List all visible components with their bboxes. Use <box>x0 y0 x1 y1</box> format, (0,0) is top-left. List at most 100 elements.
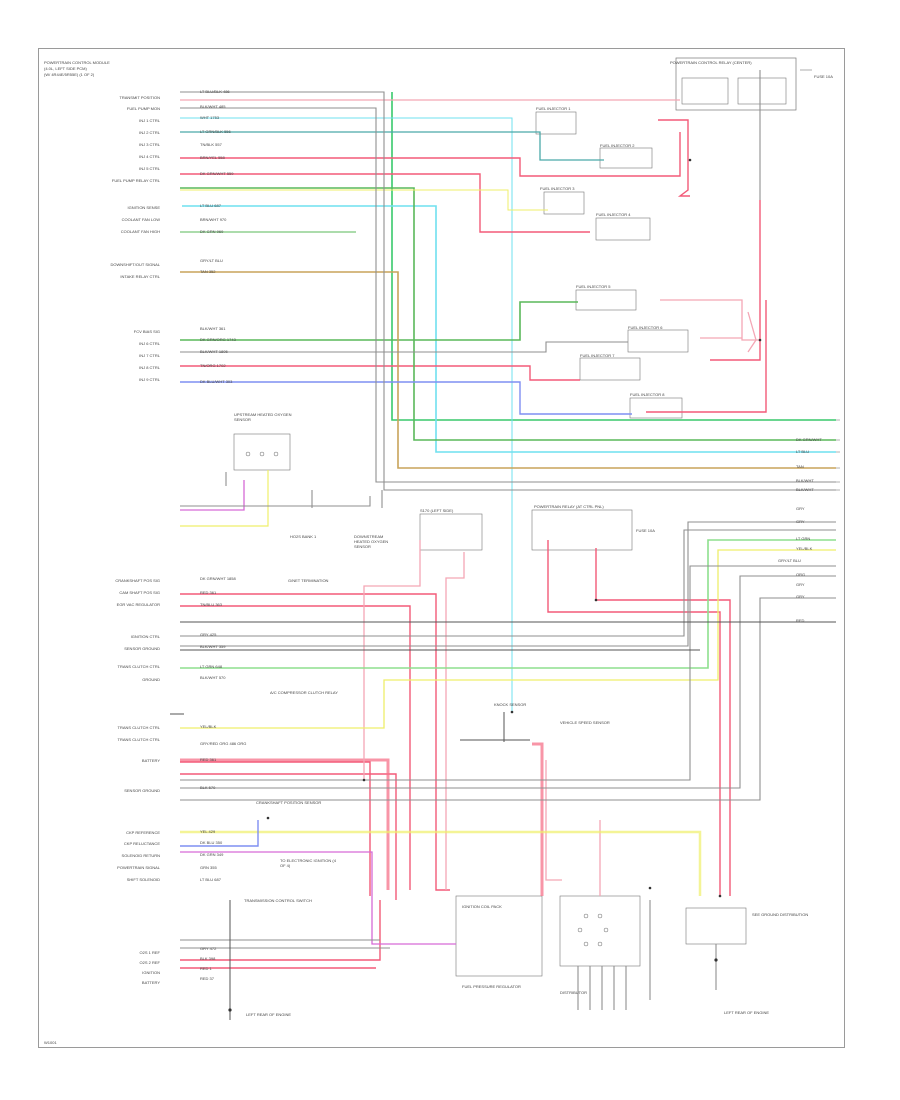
wire-label: DK BLU 350 <box>200 840 223 845</box>
pin-label: FUEL PUMP RELAY CTRL <box>111 178 160 183</box>
splice-label: S170 (LEFT SIDE) <box>420 508 454 513</box>
wire-label: LT BLU/BLK 486 <box>200 89 230 94</box>
diagram-code: W1001 <box>44 1040 57 1045</box>
wire-label: DK BLU/WHT 303 <box>200 379 233 384</box>
pin-label: INJ 2 CTRL <box>139 130 160 135</box>
title-line-3: (W/ 4R44E/5R55E) (1 OF 2) <box>44 72 95 77</box>
edge-wire-label: RED <box>796 618 805 623</box>
pin-label: IGNITION SENSE <box>127 205 160 210</box>
wire-label: LT BLU 687 <box>200 203 221 208</box>
wire-label: BLK/WHT 570 <box>200 675 226 680</box>
wire-pink <box>180 99 760 896</box>
pin-label: CKP REFERENCE <box>126 830 160 835</box>
pin-label: INJ 9 CTRL <box>139 377 160 382</box>
sensor-label: DOWNSTREAM HEATED OXYGEN SENSOR <box>354 534 389 549</box>
pin-label: DOWNSHIFT/OUT SIGNAL <box>110 262 160 267</box>
pin-label: COOLANT FAN LOW <box>121 217 160 222</box>
pin-label: COOLANT FAN HIGH <box>120 229 160 234</box>
edge-wire-label: ORG <box>796 572 806 577</box>
wire-tan <box>180 189 836 896</box>
knock-label: KNOCK SENSOR <box>494 702 527 707</box>
pin-label: O2S 1 REF <box>139 950 160 955</box>
relay2-label: POWERTRAIN RELAY (AT CTRL PNL) <box>534 504 604 509</box>
pin-label: INJ 4 CTRL <box>139 154 160 159</box>
wire-label: BLK 570 <box>200 785 216 790</box>
speed-label: VEHICLE SPEED SENSOR <box>560 720 610 725</box>
connector-boxes <box>233 433 747 977</box>
edge-wire-label: GRY <box>796 506 805 511</box>
wire-label: LT BLU 687 <box>200 877 221 882</box>
wire-label: BLK/WHT 359 <box>200 644 226 649</box>
pin-label: INJ 8 CTRL <box>139 365 160 370</box>
injector-label: FUEL INJECTOR 6 <box>628 325 663 330</box>
diagram-frame <box>38 48 845 1048</box>
sensor-label: UPSTREAM HEATED OXYGEN SENSOR <box>234 412 292 422</box>
wire-label: TN/BLK 557 <box>200 142 222 147</box>
fuse2-label: FUSE 10A <box>636 528 655 533</box>
pin-label: FUEL PUMP MON <box>126 106 160 111</box>
pin-label: GROUND <box>142 677 160 682</box>
dist-label: DISTRIBUTOR <box>560 990 588 995</box>
pin-label: IGNITION <box>142 970 160 975</box>
edge-wire-label: YEL/BLK <box>796 546 813 551</box>
wire-label: RED 361 <box>200 590 217 595</box>
wire-magenta <box>180 480 456 945</box>
ground-bottom2-label: LEFT REAR OF ENGINE <box>246 1012 292 1017</box>
pin-label: CKP RELUCTANCE <box>123 841 160 846</box>
wire-gray <box>180 70 836 1010</box>
wire-label: DK GRN 969 <box>200 229 224 234</box>
title-line-2: (4.0L, LEFT SIDE PCM) <box>44 66 87 71</box>
injector-blocks-top <box>535 111 689 419</box>
edge-wire-label: LT BLU <box>796 449 810 454</box>
wire-label: TAN 352 <box>200 269 216 274</box>
pin-label: INJ 7 CTRL <box>139 353 160 358</box>
right-edge-pins <box>836 419 840 491</box>
shift-label: TRANSMISSION CONTROL SWITCH <box>244 898 312 903</box>
wire-dark <box>170 621 836 1020</box>
pin-label: INJ 6 CTRL <box>139 341 160 346</box>
injector-label: FUEL INJECTOR 7 <box>580 353 615 358</box>
wire-label: GRY/LT BLU <box>200 258 223 263</box>
pin-label: CAM SHAFT POS SIG <box>119 590 160 595</box>
pin-label: INTAKE RELAY CTRL <box>120 274 160 279</box>
pin-label: INJ 3 CTRL <box>139 142 160 147</box>
wire-label: BRN/YEL 558 <box>200 155 225 160</box>
wire-label: LT GRN 648 <box>200 664 223 669</box>
pin-label: FCV BIAS SIG <box>133 329 160 334</box>
pin-label: SHIFT SOLENOID <box>126 877 160 882</box>
wire-label: BRN/WHT 970 <box>200 217 227 222</box>
edge-wire-label: TAN <box>796 464 804 469</box>
wire-label: GRN 355 <box>200 865 217 870</box>
edge-wire-label: LT GRN <box>796 536 811 541</box>
wire-red-thick <box>180 742 544 896</box>
wire-label: DK GRN/WHT 1858 <box>200 576 236 581</box>
sensor-label: HO2S BANK 1 <box>290 534 317 539</box>
wire-label: BLK 398 <box>200 956 216 961</box>
wire-label: DK GRN 349 <box>200 852 224 857</box>
relay-box-label: POWERTRAIN CONTROL RELAY (CENTER) <box>670 60 752 65</box>
ground-label: G/NET TERMINATION <box>288 578 329 583</box>
pin-label: TRANS CLUTCH CTRL <box>117 664 160 669</box>
pin-label: TRANS CLUTCH CTRL <box>117 737 160 742</box>
wire-label: BLK/WHT 1805 <box>200 349 228 354</box>
wire-label: GRY 472 <box>200 946 217 951</box>
wire-label: YEL 429 <box>200 829 216 834</box>
ground-bottom-label: LEFT REAR OF ENGINE <box>724 1010 770 1015</box>
injector-label: FUEL INJECTOR 3 <box>540 186 575 191</box>
wire-label: TN/ORG 1702 <box>200 363 226 368</box>
wire-label: BLK/WHT 361 <box>200 326 226 331</box>
injector-label: FUEL INJECTOR 2 <box>600 143 635 148</box>
pin-label: O2S 2 REF <box>139 960 160 965</box>
wire-label: TN/BLU 363 <box>200 602 223 607</box>
title-line-1: POWERTRAIN CONTROL MODULE <box>44 60 110 65</box>
wire-blue <box>180 381 632 847</box>
pin-label: TRANSMIT POSITION <box>119 95 160 100</box>
injector-label: FUEL INJECTOR 8 <box>630 392 665 397</box>
fuel-reg-label: FUEL PRESSURE REGULATOR <box>462 984 521 989</box>
ckp-note: TO ELECTRONIC IGNITION (4 OF 4) <box>280 858 336 868</box>
pin-label: EGR VAC REGULATOR <box>116 602 160 607</box>
injector-label: FUEL INJECTOR 1 <box>536 106 571 111</box>
relay2-note: A/C COMPRESSOR CLUTCH RELAY <box>270 690 338 695</box>
wire-cyan <box>180 92 836 712</box>
pin-label: SOLENOID RETURN <box>121 853 160 858</box>
